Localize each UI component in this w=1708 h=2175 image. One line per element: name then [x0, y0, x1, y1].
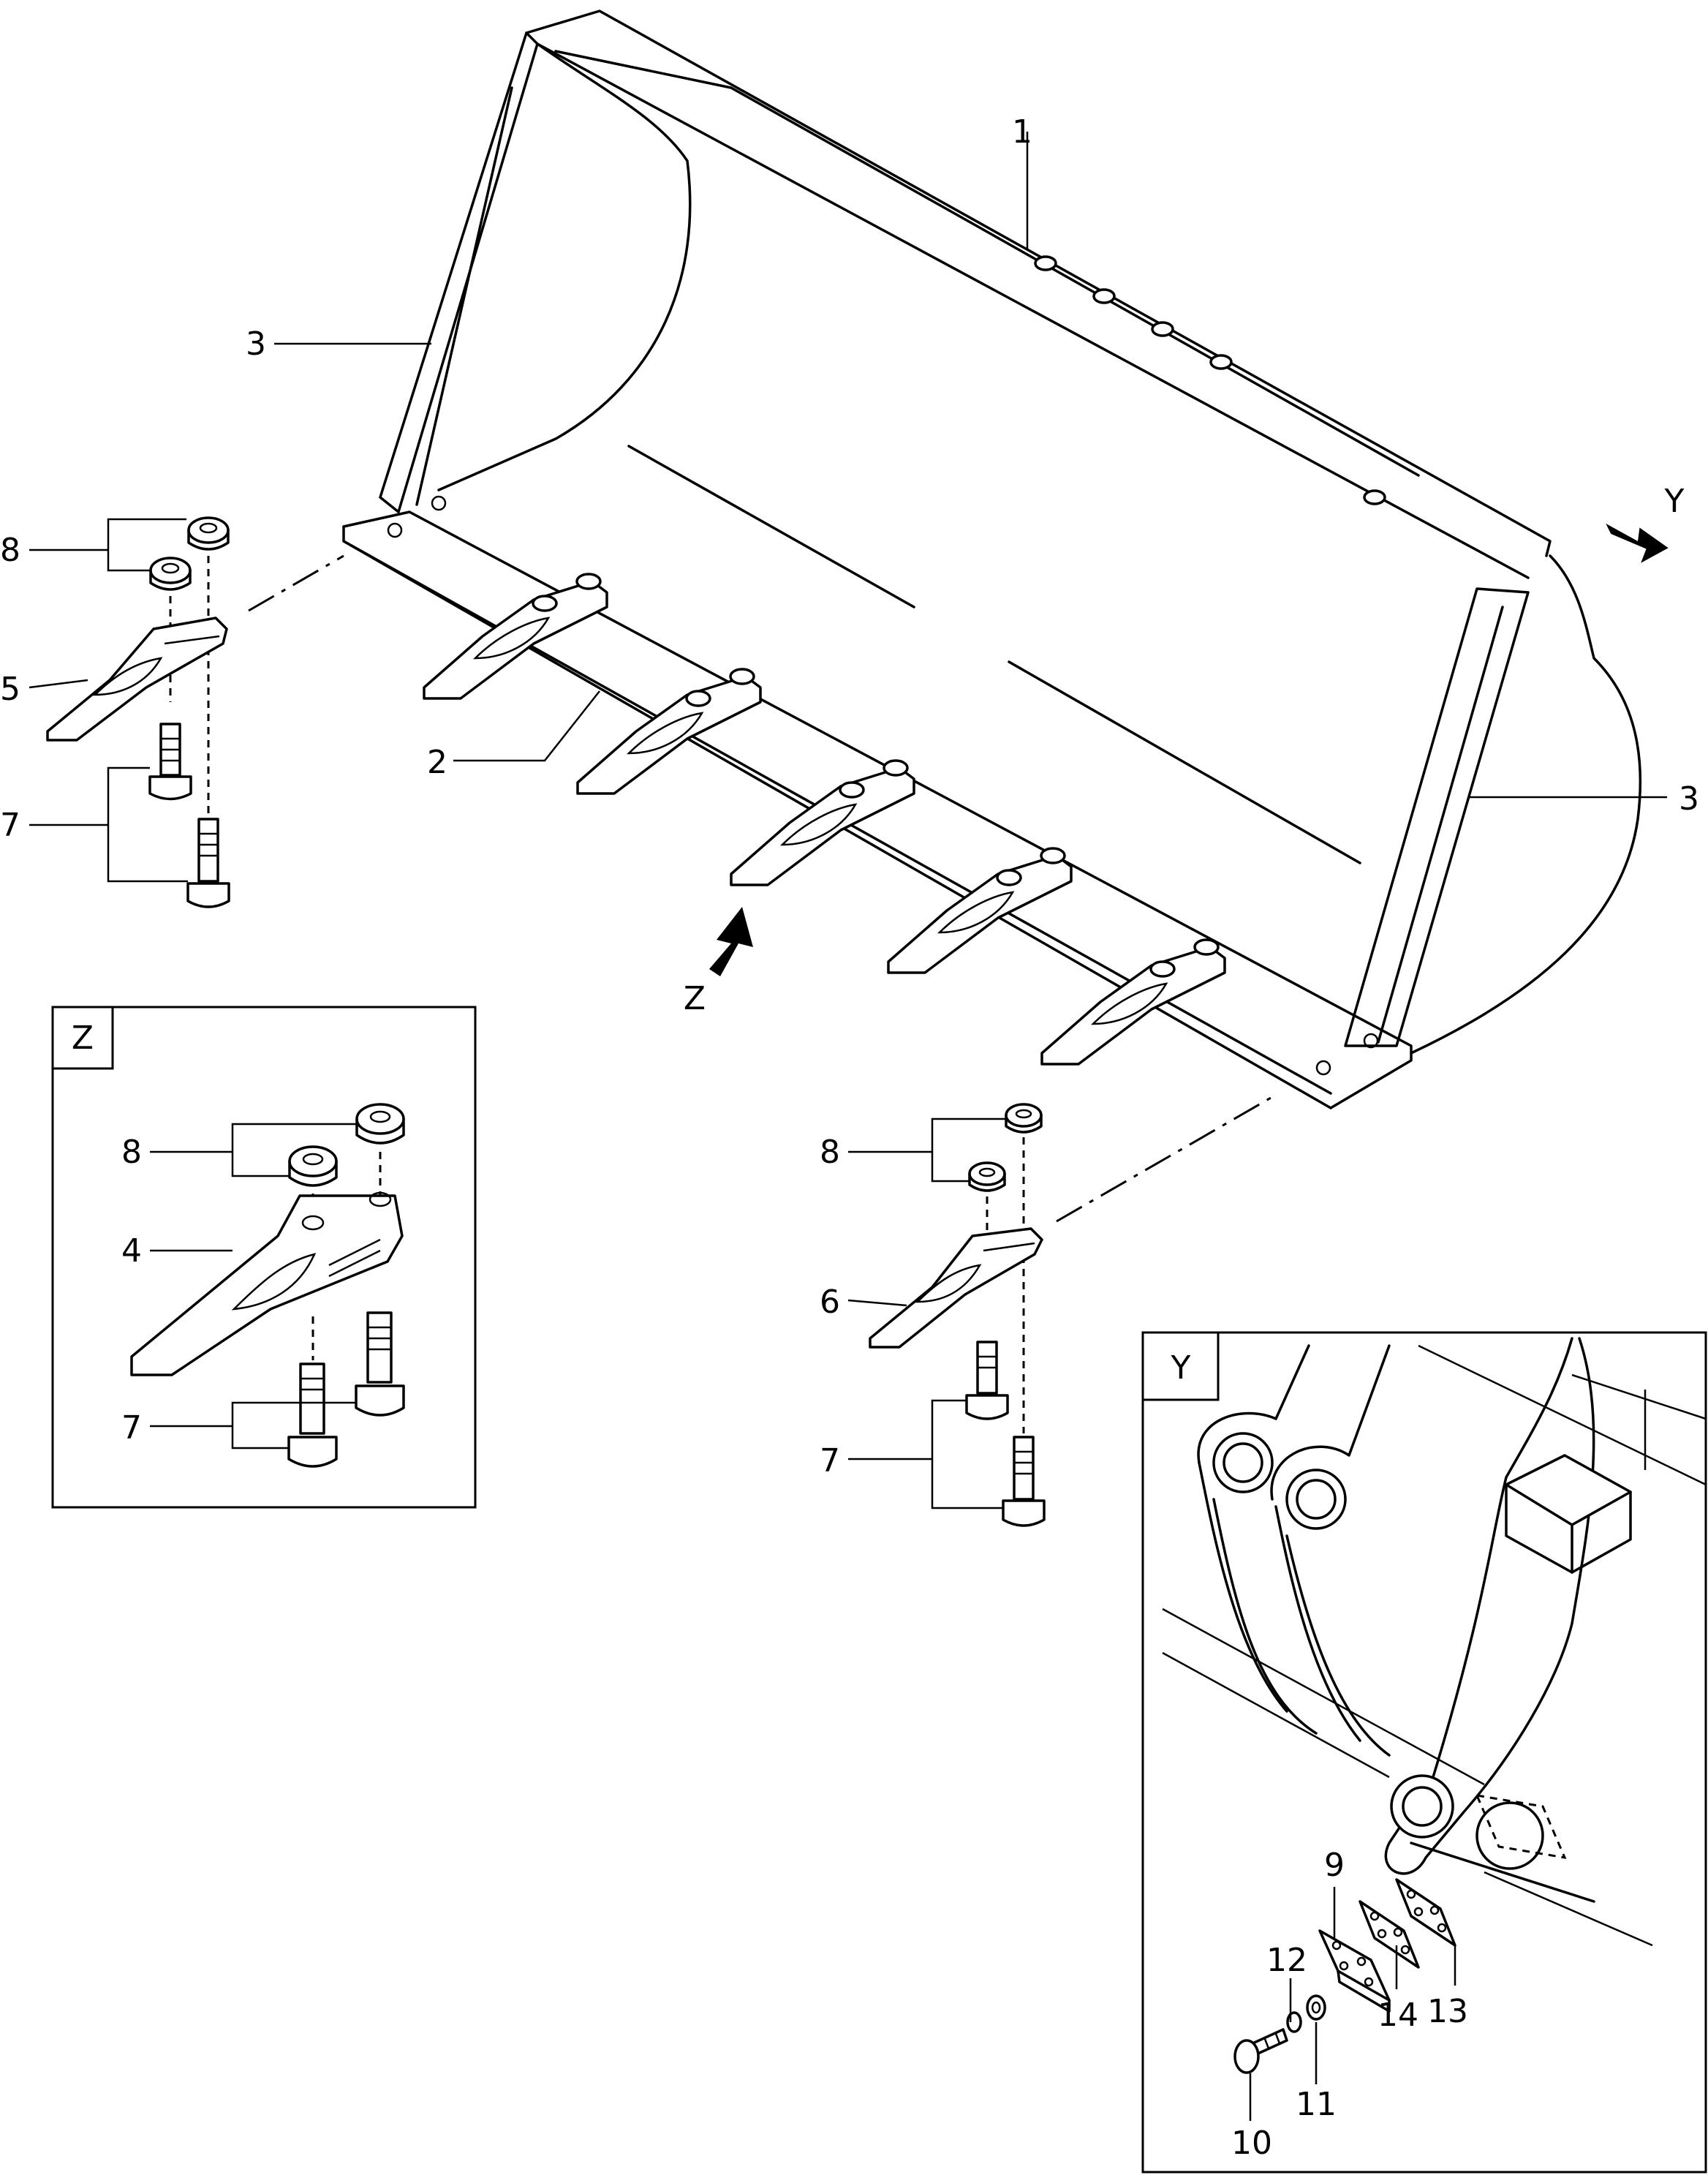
callout-12: 12: [1266, 1942, 1307, 1979]
detail-z-title: Z: [72, 1019, 94, 1057]
tooth-4: [887, 847, 1073, 974]
callout-5: 5: [0, 671, 20, 708]
callout-3-right: 3: [1679, 780, 1699, 818]
callout-1: 1: [1012, 113, 1032, 151]
lower-pin-hole: [1390, 1774, 1454, 1839]
tooth-3: [730, 759, 915, 886]
callout-8-z: 8: [121, 1134, 142, 1171]
top-bolts: [1034, 255, 1386, 505]
callout-3-left: 3: [246, 325, 266, 363]
detail-z-box: Z: [51, 1006, 477, 1509]
callout-4: 4: [121, 1232, 142, 1270]
callout-13: 13: [1427, 1993, 1468, 2030]
plate-14: [1359, 1900, 1420, 1969]
callout-14: 14: [1378, 1997, 1418, 2034]
callout-7-mid: 7: [820, 1442, 840, 1479]
callout-8-mid: 8: [820, 1134, 840, 1171]
mid-nut-upper: [1005, 1103, 1043, 1134]
callout-10: 10: [1231, 2125, 1272, 2162]
bolt-10: [1233, 2028, 1288, 2074]
nut-lower: [149, 557, 192, 591]
callout-9: 9: [1324, 1847, 1345, 1884]
z-nut-upper: [355, 1103, 405, 1145]
callout-7-left: 7: [0, 807, 20, 844]
view-z-arrow: [709, 907, 753, 976]
washer-11: [1306, 1994, 1326, 2021]
lug-bracket-1: [1197, 1344, 1318, 1735]
bucket-assembly: 1 3 2 3 Z Y: [246, 10, 1699, 1109]
plate-9: [1318, 1929, 1391, 2013]
view-y-label: Y: [1664, 483, 1685, 520]
detail-y-box: Y: [1141, 1331, 1707, 2174]
view-z-label: Z: [684, 980, 706, 1017]
callout-7-z: 7: [121, 1409, 142, 1447]
lug-bracket-2: [1270, 1344, 1391, 1757]
mid-bolt-long: [1002, 1436, 1046, 1527]
bolt-long: [186, 818, 230, 908]
detail-y-title: Y: [1171, 1349, 1191, 1387]
left-tooth-exploded: 8 5 7: [0, 516, 344, 908]
tooth-5: [1040, 938, 1226, 1066]
z-bolt-right: [355, 1311, 405, 1417]
lock-washer-12: [1286, 2011, 1302, 2033]
tooth-1: [423, 573, 608, 700]
view-y-arrow: [1606, 523, 1669, 563]
bolt-short: [148, 723, 192, 801]
mid-nut-lower: [968, 1161, 1006, 1192]
mid-bolt-short: [965, 1341, 1009, 1420]
callout-2: 2: [427, 744, 447, 781]
bucket-teeth: [423, 573, 1226, 1066]
z-nut-lower: [288, 1145, 338, 1187]
callout-6: 6: [820, 1283, 840, 1321]
tooth-2: [576, 668, 762, 795]
callout-11: 11: [1296, 2086, 1337, 2123]
callout-8-left: 8: [0, 532, 20, 569]
middle-tooth-exploded: 8 6 7: [820, 1096, 1273, 1527]
nut-upper: [187, 516, 230, 551]
z-bolt-left: [287, 1316, 338, 1468]
